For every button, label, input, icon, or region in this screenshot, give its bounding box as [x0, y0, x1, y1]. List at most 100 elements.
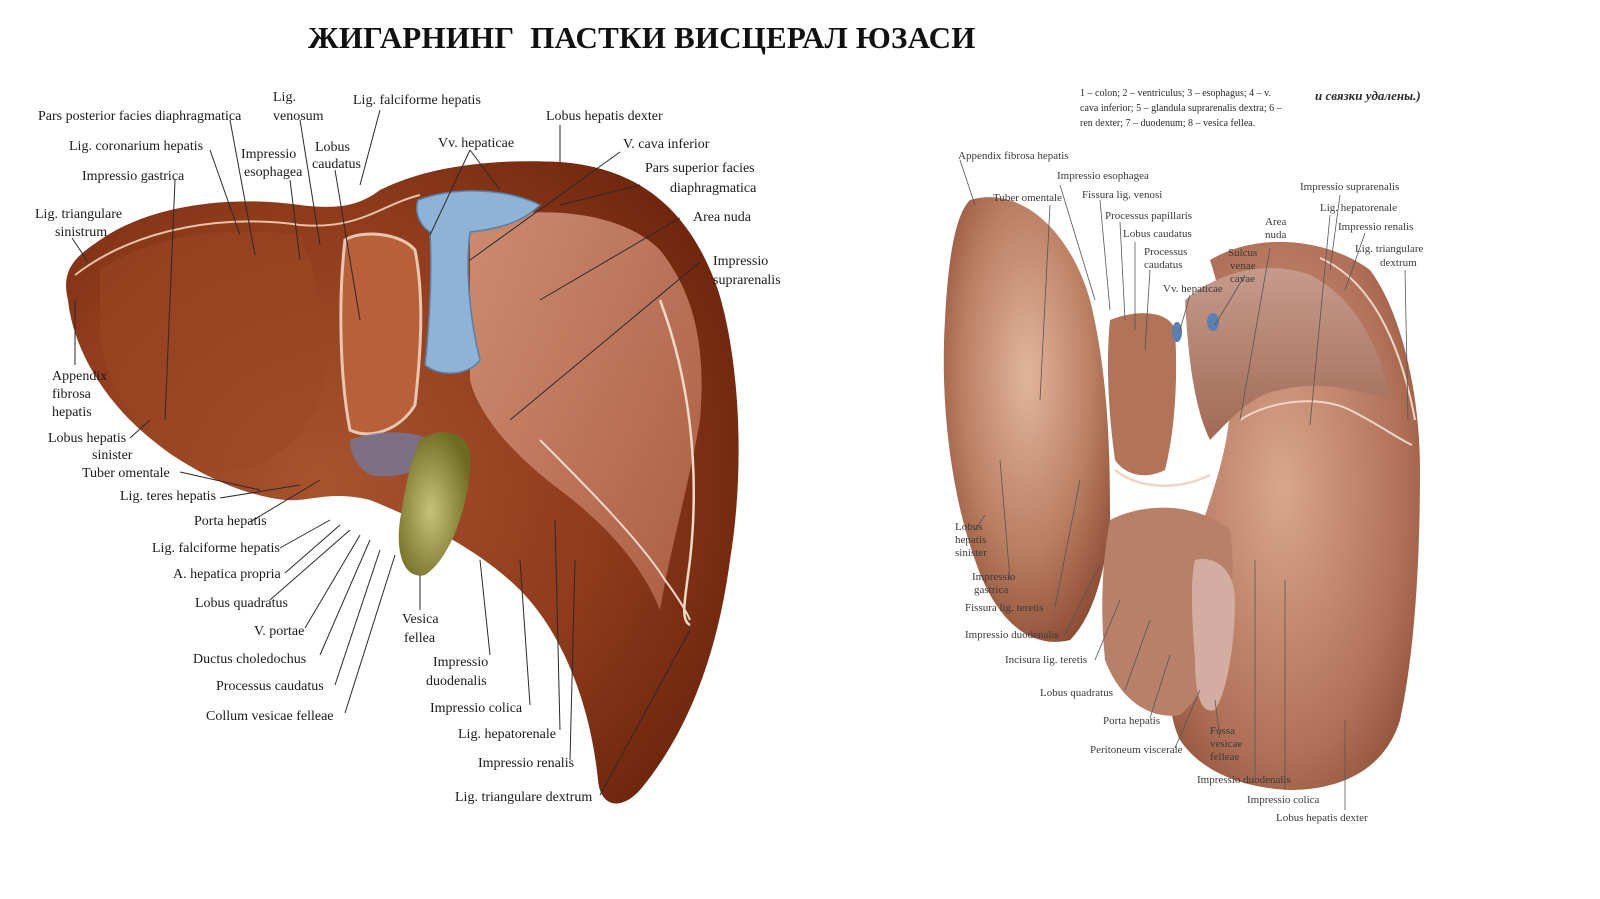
r-label-lobus-dexter: Lobus hepatis dexter — [1276, 812, 1368, 824]
top-edge — [74, 194, 421, 276]
label-lig-triangulare-dextrum: Lig. triangulare dextrum — [455, 790, 592, 805]
right-caption: 1 – colon; 2 – ventriculus; 3 – esophagu… — [1080, 88, 1421, 129]
r-label-impressio-gastrica-2: gastrica — [974, 584, 1008, 596]
r-label-impressio-gastrica-1: Impressio — [972, 571, 1016, 583]
r-label-lobus-sinister-2: hepatis — [955, 534, 986, 546]
label-porta-hepatis: Porta hepatis — [194, 514, 267, 529]
label-impressio-esophagea-1: Impressio — [241, 147, 296, 162]
gallbladder-shape — [398, 432, 471, 576]
right-liver-illustration — [943, 197, 1420, 790]
r-label-sulcus-2: venae — [1230, 260, 1256, 272]
r-label-fissura-lig-teretis: Fissura lig. teretis — [965, 602, 1044, 614]
r-label-incisura: Incisura lig. teretis — [1005, 654, 1087, 666]
label-lobus-caudatus-2: caudatus — [312, 157, 361, 172]
label-lig-falciforme-low: Lig. falciforme hepatis — [152, 541, 280, 556]
r-label-peritoneum: Peritoneum viscerale — [1090, 744, 1183, 756]
r-label-sulcus-1: Sulcus — [1228, 247, 1257, 259]
r-label-tuber-omentale: Tuber omentale — [993, 192, 1062, 204]
r-label-impressio-suprarenalis: Impressio suprarenalis — [1300, 181, 1399, 193]
label-impressio-gastrica: Impressio gastrica — [82, 169, 185, 184]
r-label-impressio-renalis: Impressio renalis — [1338, 221, 1413, 233]
label-lobus-sinister-2: sinister — [92, 448, 133, 463]
right-fig-left-lobe — [943, 197, 1110, 642]
left-leader-lines — [71, 109, 701, 796]
label-appendix-3: hepatis — [52, 405, 92, 420]
label-collum-vesicae: Collum vesicae felleae — [206, 709, 334, 724]
label-vv-hepaticae: Vv. hepaticae — [438, 136, 514, 151]
r-label-impressio-duodenalis-r: Impressio duodenalis — [1197, 774, 1291, 786]
r-label-fossa-1: Fossa — [1210, 725, 1235, 737]
label-lig-venosum-2: venosum — [273, 109, 324, 124]
label-area-nuda: Area nuda — [693, 210, 752, 225]
label-impressio-suprarenalis-1: Impressio — [713, 254, 768, 269]
r-label-vv-hepaticae: Vv. hepaticae — [1163, 283, 1223, 295]
r-label-processus-caudatus-1: Processus — [1144, 246, 1187, 258]
caption-line-2: cava inferior; 5 – glandula suprarenalis… — [1080, 103, 1283, 114]
left-liver-illustration — [66, 161, 739, 804]
right-leader-lines — [959, 159, 1409, 810]
label-v-cava-inferior: V. cava inferior — [623, 137, 710, 152]
r-label-area-nuda-1: Area — [1265, 216, 1286, 228]
r-label-area-nuda-2: nuda — [1265, 229, 1287, 241]
area-nuda-shape — [470, 212, 702, 610]
caption-right: и связки удалены.) — [1315, 88, 1421, 103]
label-lobus-quadratus: Lobus quadratus — [195, 596, 288, 611]
r-label-impressio-duodenalis-l: Impressio duodenalis — [965, 629, 1059, 641]
label-appendix-1: Appendix — [52, 369, 107, 384]
label-lobus-dexter: Lobus hepatis dexter — [546, 109, 663, 124]
right-fig-area-nuda — [1185, 268, 1390, 440]
r-label-lobus-sinister-1: Lobus — [955, 521, 983, 533]
r-label-processus-caudatus-2: caudatus — [1144, 259, 1182, 271]
label-lig-triangulare-sin-2: sinistrum — [55, 225, 107, 240]
r-label-fossa-2: vesicae — [1210, 738, 1242, 750]
label-lig-falciforme-top: Lig. falciforme hepatis — [353, 93, 481, 108]
r-label-lig-hepatorenale: Lig. hepatorenale — [1320, 202, 1397, 214]
label-impressio-suprarenalis-2: suprarenalis — [713, 273, 781, 288]
label-pars-posterior: Pars posterior facies diaphragmatica — [38, 109, 242, 124]
r-label-lig-triangulare-1: Lig. triangulare — [1355, 243, 1424, 255]
r-label-impressio-colica: Impressio colica — [1247, 794, 1320, 806]
right-fig-caudate — [1107, 313, 1177, 476]
label-vesica-fellea-1: Vesica — [402, 612, 439, 627]
left-labels: Pars posterior facies diaphragmatica Lig… — [35, 90, 781, 805]
label-lobus-sinister-1: Lobus hepatis — [48, 431, 126, 446]
label-appendix-2: fibrosa — [52, 387, 92, 402]
label-processus-caudatus: Processus caudatus — [216, 679, 324, 694]
peritoneal-fold-2 — [539, 439, 691, 621]
caption-line-3: ren dexter; 7 – duodenum; 8 – vesica fel… — [1080, 118, 1255, 129]
r-label-fossa-3: felleae — [1210, 751, 1239, 763]
label-lig-venosum-1: Lig. — [273, 90, 296, 105]
r-label-impressio-esophagea: Impressio esophagea — [1057, 170, 1149, 182]
label-impressio-duodenalis-1: Impressio — [433, 655, 488, 670]
label-lig-teres: Lig. teres hepatis — [120, 489, 216, 504]
page-title: ЖИГАРНИНГ ПАСТКИ ВИСЦЕРАЛ ЮЗАСИ — [308, 20, 976, 55]
label-ductus-choledochus: Ductus choledochus — [193, 652, 306, 667]
label-impressio-renalis: Impressio renalis — [478, 756, 574, 771]
r-label-sulcus-3: cavae — [1230, 273, 1255, 285]
r-label-appendix: Appendix fibrosa hepatis — [958, 150, 1069, 162]
label-a-hepatica: A. hepatica propria — [173, 567, 281, 582]
label-pars-superior-1: Pars superior facies — [645, 161, 755, 176]
label-lig-triangulare-sin-1: Lig. triangulare — [35, 207, 122, 222]
caption-line-1: 1 – colon; 2 – ventriculus; 3 – esophagu… — [1080, 88, 1271, 99]
right-labels: Appendix fibrosa hepatis Impressio esoph… — [955, 150, 1424, 824]
vena-cava-shape — [416, 190, 542, 374]
r-label-lobus-quadratus: Lobus quadratus — [1040, 687, 1113, 699]
label-lobus-caudatus-1: Lobus — [315, 140, 350, 155]
label-lig-hepatorenale: Lig. hepatorenale — [458, 727, 556, 742]
r-label-processus-papillaris: Processus papillaris — [1105, 210, 1192, 222]
right-fig-gb-fossa — [1191, 559, 1235, 711]
label-impressio-duodenalis-2: duodenalis — [426, 674, 487, 689]
label-lig-coronarium: Lig. coronarium hepatis — [69, 139, 203, 154]
r-label-fissura-lig-venosi: Fissura lig. venosi — [1082, 189, 1162, 201]
left-lobe-shade — [100, 231, 324, 472]
label-pars-superior-2: diaphragmatica — [670, 181, 757, 196]
r-label-lobus-caudatus: Lobus caudatus — [1123, 228, 1192, 240]
label-impressio-esophagea-2: esophagea — [244, 165, 303, 180]
label-v-portae: V. portae — [254, 624, 304, 639]
label-vesica-fellea-2: fellea — [404, 631, 436, 646]
label-tuber-omentale: Tuber omentale — [82, 466, 170, 481]
caudate-lobe — [339, 232, 423, 436]
label-impressio-colica: Impressio colica — [430, 701, 523, 716]
